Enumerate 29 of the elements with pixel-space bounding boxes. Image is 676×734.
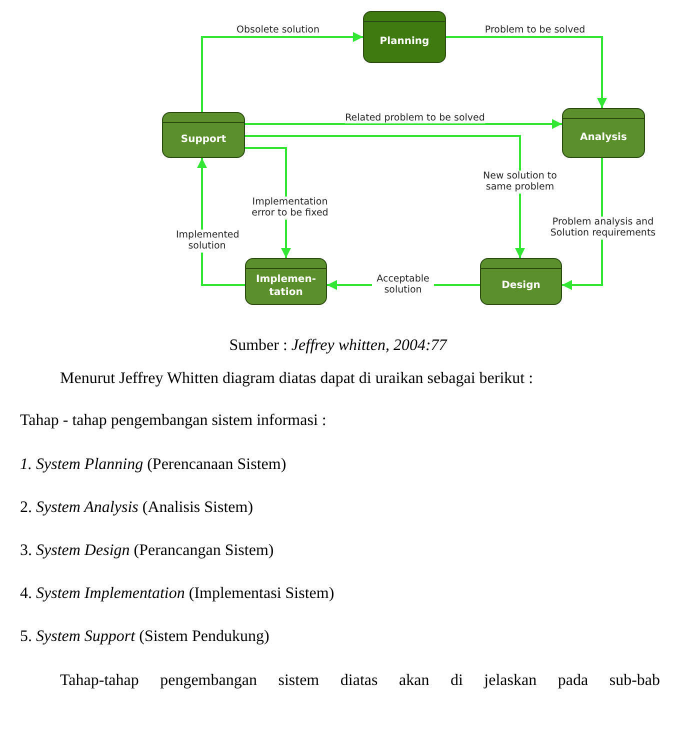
edge-label: Related problem to be solved xyxy=(345,112,485,124)
process-box xyxy=(162,112,245,158)
list-item: 4. System Implementation (Implementasi Sistem) xyxy=(20,585,334,603)
list-item: 3. System Design (Perancangan Sistem) xyxy=(20,542,274,560)
box-title: Support xyxy=(180,132,228,146)
paragraph: Tahap - tahap pengembangan sistem informasi : xyxy=(20,412,326,430)
edge-label: Implemented solution xyxy=(176,230,238,252)
arrow xyxy=(245,135,525,258)
box-title: Analysis xyxy=(579,130,628,144)
list-item: 2. System Analysis (Analisis Sistem) xyxy=(20,499,254,517)
edge-label: Obsolete solution xyxy=(236,24,320,36)
box-title: Planning xyxy=(378,34,430,48)
process-box xyxy=(363,11,446,63)
edge-label: Implementation error to be fixed xyxy=(250,196,330,220)
arrow xyxy=(446,36,607,108)
source-caption: Sumber : Jeffrey whitten, 2004:77 xyxy=(229,337,447,355)
edge-label: Problem to be solved xyxy=(484,24,586,36)
box-title: Implemen-tation xyxy=(255,272,317,298)
arrow xyxy=(201,32,363,112)
paragraph: Menurut Jeffrey Whitten diagram diatas dapat di uraikan sebagai berikut : xyxy=(60,370,534,388)
paragraph: Tahap-tahap pengembangan sistem diatas akan di jelaskan pada sub-bab xyxy=(60,672,660,690)
arrow xyxy=(197,158,245,286)
list-item: 5. System Support (Sistem Pendukung) xyxy=(20,628,270,646)
process-box xyxy=(480,258,562,305)
list-item: 1. System Planning (Perencanaan Sistem) xyxy=(20,456,286,474)
process-box xyxy=(245,258,327,305)
process-box xyxy=(562,108,645,158)
arrow xyxy=(245,119,562,129)
box-title: Design xyxy=(500,279,542,292)
